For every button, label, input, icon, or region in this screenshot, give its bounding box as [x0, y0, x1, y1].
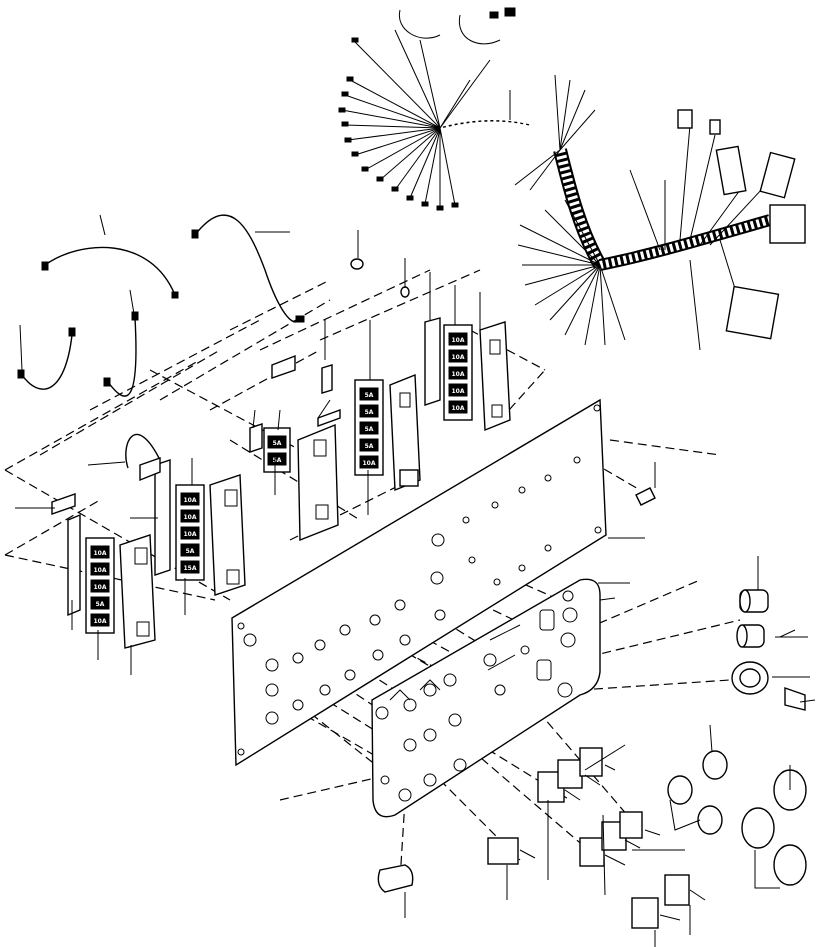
fuse-label: 10A [452, 371, 465, 378]
fuse-label: 10A [363, 460, 376, 467]
panel-plate [231, 398, 607, 767]
fuse-label: 15A [184, 565, 197, 572]
fuse-block-small: 5A 5A [51, 354, 419, 515]
fuse-label: 5A [365, 409, 374, 416]
fuse-block-top: 10A 10A 10A 10A 10A [424, 317, 511, 432]
fuse-label: 10A [184, 497, 197, 504]
fuse-label: 5A [273, 440, 282, 447]
fuse-label: 10A [94, 567, 107, 574]
fuse-label: 10A [184, 531, 197, 538]
fuse-block-mid: 5A 5A 5A 5A 10A [297, 373, 421, 542]
fuse-block-bottom-left: 10A 10A 10A 5A 10A [67, 513, 156, 649]
fuse-label: 10A [452, 337, 465, 344]
wire-leads [21, 214, 301, 469]
fuse-label: 10A [94, 584, 107, 591]
fuse-label: 5A [273, 457, 282, 464]
indicator-lamps [667, 589, 807, 886]
fuse-label: 5A [96, 601, 105, 608]
wiring-harness-right [514, 74, 806, 351]
fuse-label: 10A [184, 514, 197, 521]
fuse-block-left-center: 10A 10A 10A 5A 15A [154, 459, 246, 596]
fuse-label: 10A [94, 618, 107, 625]
wire-lead-terminals [17, 229, 305, 387]
hardware-parts [350, 258, 656, 506]
fuse-label: 5A [365, 443, 374, 450]
fuse-label: 5A [186, 548, 195, 555]
fuse-label: 5A [365, 426, 374, 433]
toggle-switches [377, 747, 706, 929]
fuse-label: 5A [365, 392, 374, 399]
fuse-label: 10A [452, 354, 465, 361]
fuse-label: 10A [452, 388, 465, 395]
wiring-harness-upper [338, 7, 532, 211]
switch-subpanel [371, 578, 601, 818]
callout-leaders [15, 90, 816, 947]
fuse-label: 10A [94, 550, 107, 557]
fuse-label: 10A [452, 405, 465, 412]
